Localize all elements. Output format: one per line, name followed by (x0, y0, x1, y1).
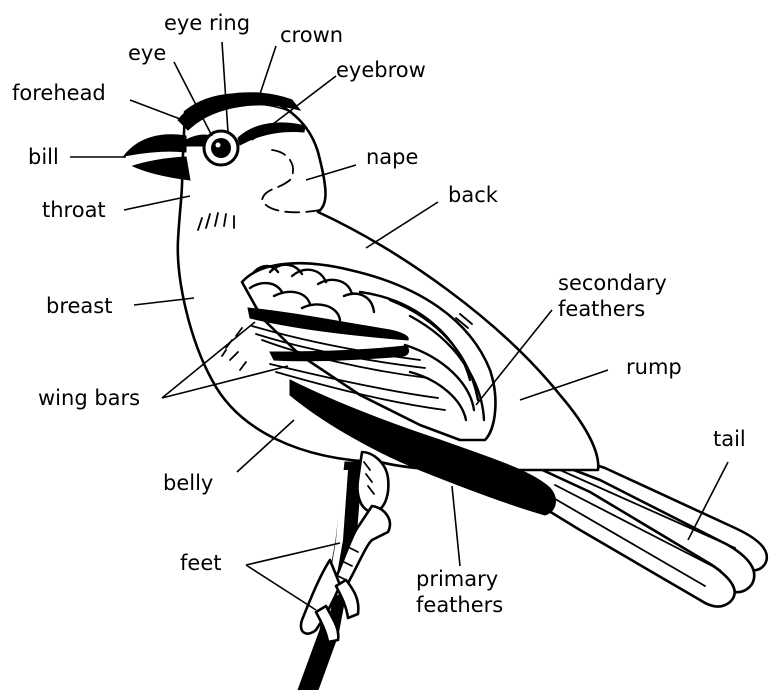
label-bill: bill (28, 145, 59, 169)
eye-highlight (216, 143, 221, 148)
label-belly: belly (163, 471, 213, 495)
label-primary-feathers-line1: primary (416, 567, 498, 591)
label-eyebrow: eyebrow (336, 58, 426, 82)
label-feet: feet (180, 551, 221, 575)
label-crown: crown (280, 23, 343, 47)
label-forehead: forehead (12, 81, 106, 105)
label-tail: tail (713, 427, 746, 451)
label-breast: breast (46, 294, 112, 318)
label-secondary-feathers-line1: secondary (558, 271, 667, 295)
label-throat: throat (42, 198, 106, 222)
label-primary-feathers-line2: feathers (416, 593, 503, 617)
lower-bill (133, 157, 190, 180)
label-secondary-feathers-line2: feathers (558, 297, 645, 321)
label-nape: nape (366, 145, 418, 169)
label-eye: eye (128, 41, 166, 65)
label-back: back (448, 183, 499, 207)
label-wing-bars: wing bars (38, 386, 140, 410)
label-rump: rump (626, 355, 682, 379)
upper-bill (124, 135, 186, 156)
eye-pupil (211, 138, 231, 158)
label-eye-ring: eye ring (164, 11, 250, 35)
